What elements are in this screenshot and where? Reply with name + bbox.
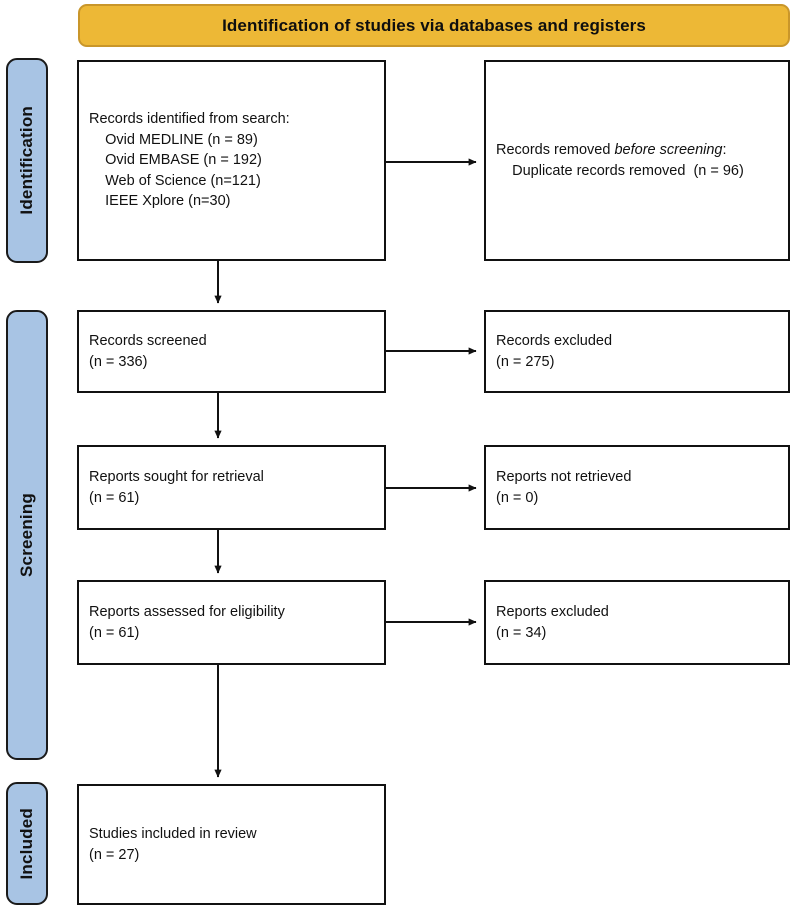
box-records-excluded-text: Records excluded (n = 275) [496,332,613,370]
stage-pill-screening: Screening [6,310,48,760]
stage-pill-included: Included [6,782,48,905]
box-reports-excluded-text: Reports excluded (n = 34) [496,603,609,641]
box-records-screened-text: Records screened (n = 336) [89,332,207,370]
box-records-removed-text: Records removed before screening: Duplic… [486,140,788,181]
box-reports-assessed-text: Reports assessed for eligibility (n = 61… [89,603,285,641]
box-records-removed: Records removed before screening: Duplic… [484,60,790,261]
box-records-excluded: Records excluded (n = 275) [484,310,790,393]
box-reports-assessed: Reports assessed for eligibility (n = 61… [77,580,386,665]
records-removed-lead-end: : [722,141,727,158]
records-removed-lead: Records removed [496,141,615,158]
box-studies-included: Studies included in review (n = 27) [77,784,386,905]
box-reports-excluded: Reports excluded (n = 34) [484,580,790,665]
box-records-identified-text: Records identified from search: Ovid MED… [89,111,290,210]
box-reports-sought-text: Reports sought for retrieval (n = 61) [89,468,264,506]
box-records-identified: Records identified from search: Ovid MED… [77,60,386,261]
box-reports-not-retrieved-text: Reports not retrieved (n = 0) [496,468,632,506]
box-reports-sought: Reports sought for retrieval (n = 61) [77,445,386,530]
records-removed-emphasis: before screening [614,141,723,158]
box-reports-not-retrieved: Reports not retrieved (n = 0) [484,445,790,530]
box-studies-included-text: Studies included in review (n = 27) [89,825,257,863]
banner-title: Identification of studies via databases … [222,15,646,35]
box-records-screened: Records screened (n = 336) [77,310,386,393]
stage-pill-identification: Identification [6,58,48,263]
records-removed-detail: Duplicate records removed (n = 96) [496,162,744,179]
diagram-header-banner: Identification of studies via databases … [78,4,790,47]
